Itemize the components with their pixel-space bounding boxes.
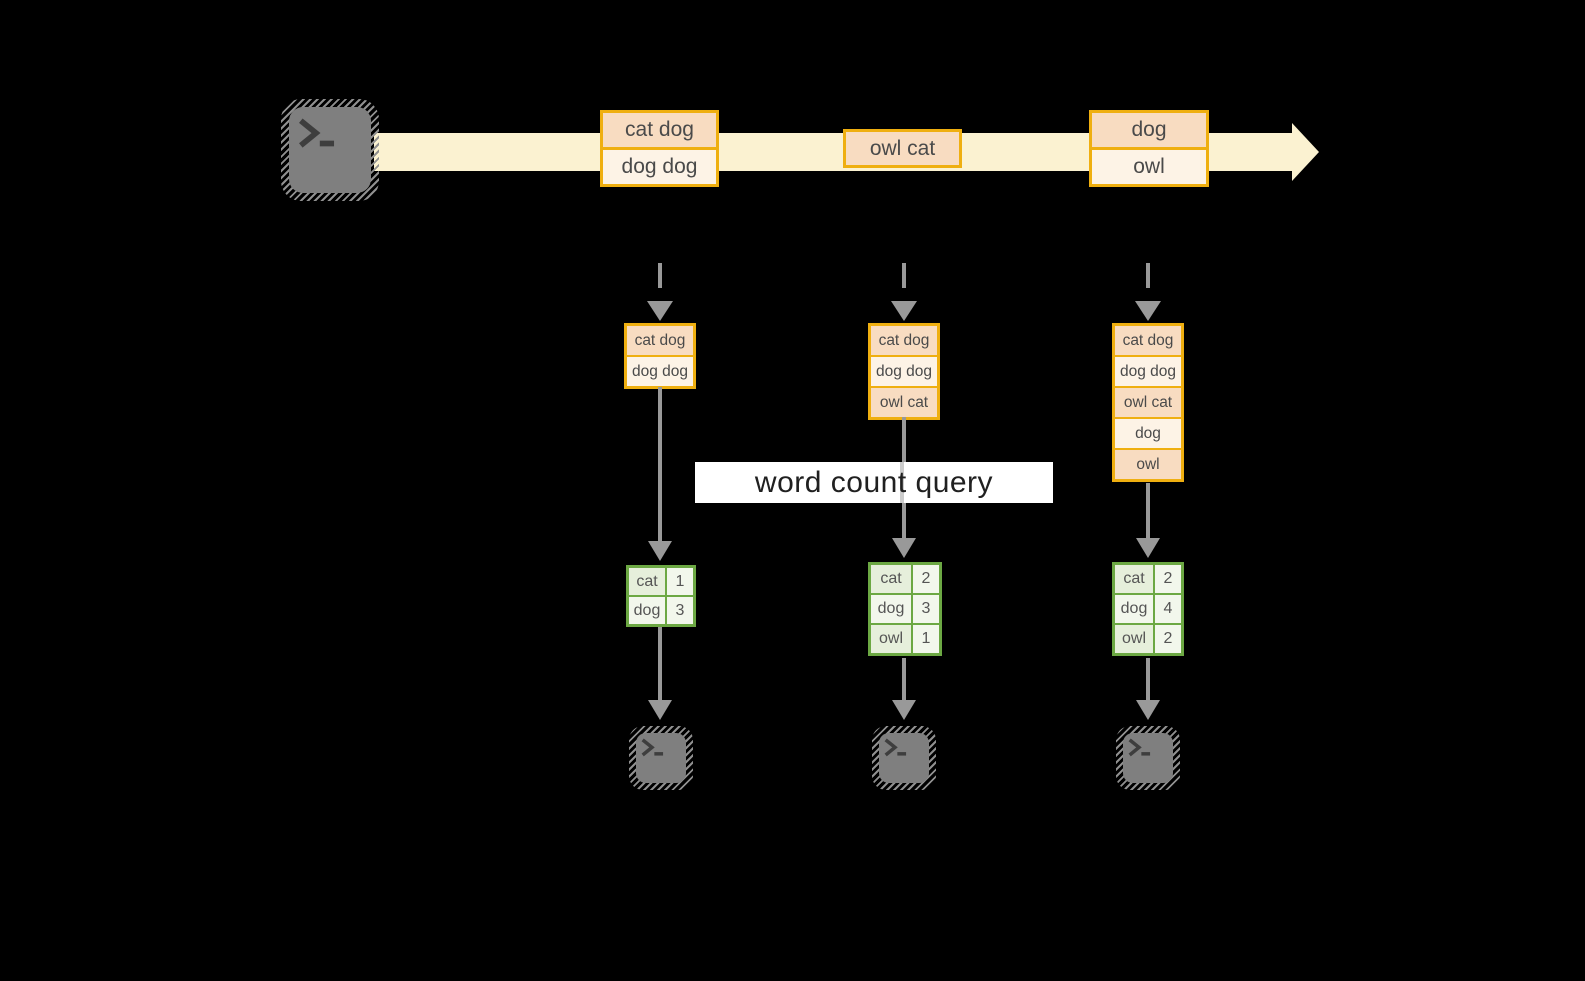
output-arrow-line	[902, 658, 906, 700]
query-arrowhead-icon	[648, 541, 672, 561]
buffer-row: owl	[1115, 450, 1181, 479]
terminal-prompt-icon	[299, 118, 335, 148]
count-value-cell: 2	[913, 565, 939, 593]
consumer-terminal-icon-1	[629, 726, 693, 790]
count-value-cell: 2	[1155, 565, 1181, 593]
stream-message-3: dog owl	[1089, 110, 1209, 187]
count-value-cell: 3	[667, 597, 693, 624]
buffer-stack-3: cat dog dog dog owl cat dog owl	[1112, 323, 1184, 482]
buffer-row: dog dog	[871, 357, 937, 386]
count-word-cell: dog	[629, 597, 665, 624]
count-value-cell: 4	[1155, 595, 1181, 623]
buffer-stack-2: cat dog dog dog owl cat	[868, 323, 940, 420]
query-arrowhead-icon	[1136, 538, 1160, 558]
query-arrow-line-overlay	[900, 462, 904, 503]
buffer-row: dog dog	[627, 357, 693, 386]
output-arrow-line	[658, 627, 662, 700]
count-value-cell: 1	[667, 568, 693, 595]
count-table-1: cat 1 dog 3	[626, 565, 696, 627]
count-word-cell: dog	[871, 595, 911, 623]
message-row: owl cat	[846, 132, 959, 165]
buffer-row: dog dog	[1115, 357, 1181, 386]
ingest-arrow-icon	[647, 263, 673, 323]
query-label: word count query	[695, 462, 1053, 503]
ingest-arrow-icon	[891, 263, 917, 323]
output-arrowhead-icon	[892, 700, 916, 720]
count-value-cell: 3	[913, 595, 939, 623]
buffer-row: cat dog	[1115, 326, 1181, 355]
query-arrowhead-icon	[892, 538, 916, 558]
consumer-terminal-icon-2	[872, 726, 936, 790]
count-word-cell: dog	[1115, 595, 1153, 623]
output-arrowhead-icon	[1136, 700, 1160, 720]
buffer-stack-1: cat dog dog dog	[624, 323, 696, 389]
count-word-cell: cat	[1115, 565, 1153, 593]
stream-message-1: cat dog dog dog	[600, 110, 719, 187]
count-word-cell: owl	[871, 625, 911, 653]
producer-terminal-icon	[281, 99, 379, 201]
buffer-row: owl cat	[871, 388, 937, 417]
message-row: cat dog	[603, 113, 716, 147]
count-value-cell: 1	[913, 625, 939, 653]
query-arrow-line	[658, 387, 662, 541]
ingest-arrow-icon	[1135, 263, 1161, 323]
terminal-prompt-icon	[1128, 738, 1151, 757]
buffer-row: cat dog	[627, 326, 693, 355]
query-label-text: word count query	[754, 465, 994, 499]
count-word-cell: owl	[1115, 625, 1153, 653]
message-row: dog	[1092, 113, 1206, 147]
buffer-row: dog	[1115, 419, 1181, 448]
buffer-row: owl cat	[1115, 388, 1181, 417]
terminal-prompt-icon	[884, 738, 907, 757]
message-row: dog dog	[603, 150, 716, 184]
count-word-cell: cat	[871, 565, 911, 593]
buffer-row: cat dog	[871, 326, 937, 355]
terminal-prompt-icon	[641, 738, 664, 757]
output-arrowhead-icon	[648, 700, 672, 720]
consumer-terminal-icon-3	[1116, 726, 1180, 790]
count-table-3: cat 2 dog 4 owl 2	[1112, 562, 1184, 656]
count-table-2: cat 2 dog 3 owl 1	[868, 562, 942, 656]
count-word-cell: cat	[629, 568, 665, 595]
stream-message-2: owl cat	[843, 129, 962, 168]
count-value-cell: 2	[1155, 625, 1181, 653]
query-arrow-line	[1146, 483, 1150, 538]
output-arrow-line	[1146, 658, 1150, 700]
stream-arrowhead-icon	[1292, 123, 1319, 181]
message-row: owl	[1092, 150, 1206, 184]
